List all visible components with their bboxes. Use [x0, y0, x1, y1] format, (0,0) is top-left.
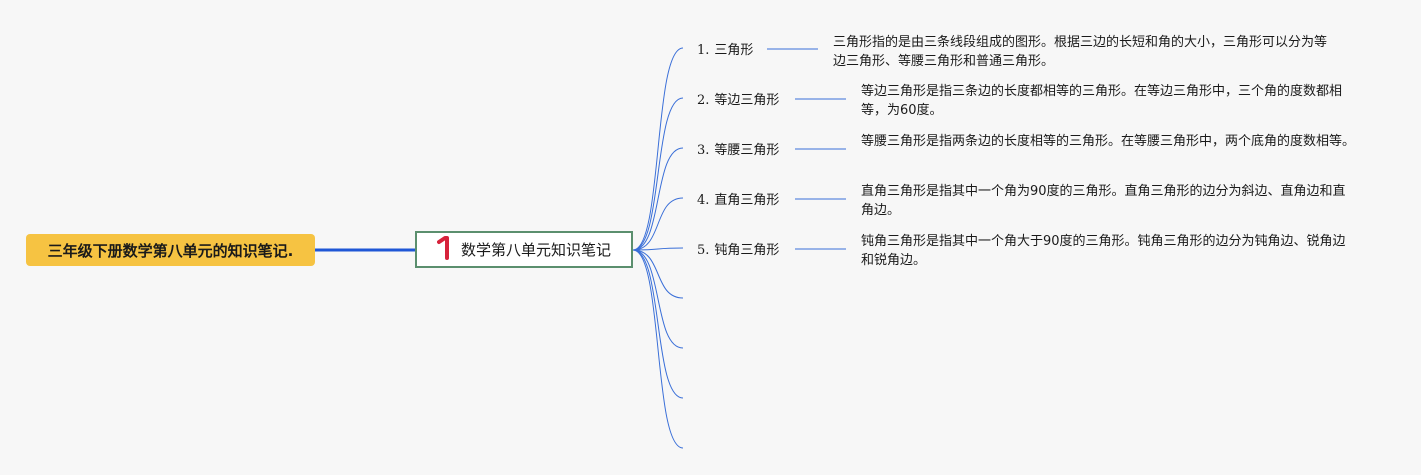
branch-3-node[interactable]: 3. 等腰三角形: [697, 142, 779, 160]
branch-4-index: 4.: [697, 193, 710, 208]
branch-5-label: 钝角三角形: [714, 243, 780, 258]
branch-2-index: 2.: [697, 93, 710, 108]
root-node[interactable]: 三年级下册数学第八单元的知识笔记.: [26, 234, 315, 266]
branch-1-link: [632, 47, 684, 251]
branch-3-link: [632, 147, 684, 251]
branch-1-index: 1.: [697, 43, 710, 58]
branch-2-link: [632, 97, 684, 251]
main-topic-node[interactable]: 数学第八单元知识笔记: [415, 231, 633, 268]
empty-branch-3-link: [632, 249, 684, 399]
branch-4-label: 直角三角形: [714, 193, 780, 208]
empty-branch-1-link: [632, 249, 684, 299]
branch-3-label: 等腰三角形: [714, 143, 780, 158]
branch-1-description[interactable]: 三角形指的是由三条线段组成的图形。根据三边的长短和角的大小，三角形可以分为等边三…: [833, 35, 1328, 69]
branch-5-description[interactable]: 钝角三角形是指其中一个角大于90度的三角形。钝角三角形的边分为钝角边、锐角边和锐…: [861, 234, 1346, 268]
branch-2-node[interactable]: 2. 等边三角形: [697, 92, 779, 110]
main-topic-label: 数学第八单元知识笔记: [461, 241, 612, 259]
root-node-label: 三年级下册数学第八单元的知识笔记.: [47, 241, 294, 260]
branch-2-description[interactable]: 等边三角形是指三条边的长度都相等的三角形。在等边三角形中，三个角的度数都相等，为…: [861, 84, 1343, 118]
branch-1-label: 三角形: [714, 43, 754, 58]
empty-branch-4-link: [632, 249, 684, 449]
branch-5-index: 5.: [697, 243, 710, 258]
branch-5-link: [632, 247, 684, 251]
branch-4-node[interactable]: 4. 直角三角形: [697, 192, 779, 210]
branch-4-description[interactable]: 直角三角形是指其中一个角为90度的三角形。直角三角形的边分为斜边、直角边和直角边…: [861, 184, 1346, 218]
branch-4-link: [632, 197, 684, 251]
branch-3-description[interactable]: 等腰三角形是指两条边的长度相等的三角形。在等腰三角形中，两个底角的度数相等。: [861, 134, 1356, 149]
branch-3-index: 3.: [697, 143, 710, 158]
branch-2-label: 等边三角形: [714, 93, 780, 108]
empty-branch-2-link: [632, 249, 684, 349]
branch-1-node[interactable]: 1. 三角形: [697, 42, 753, 60]
number-one-badge-icon: [437, 236, 451, 263]
branch-5-node[interactable]: 5. 钝角三角形: [697, 242, 779, 260]
